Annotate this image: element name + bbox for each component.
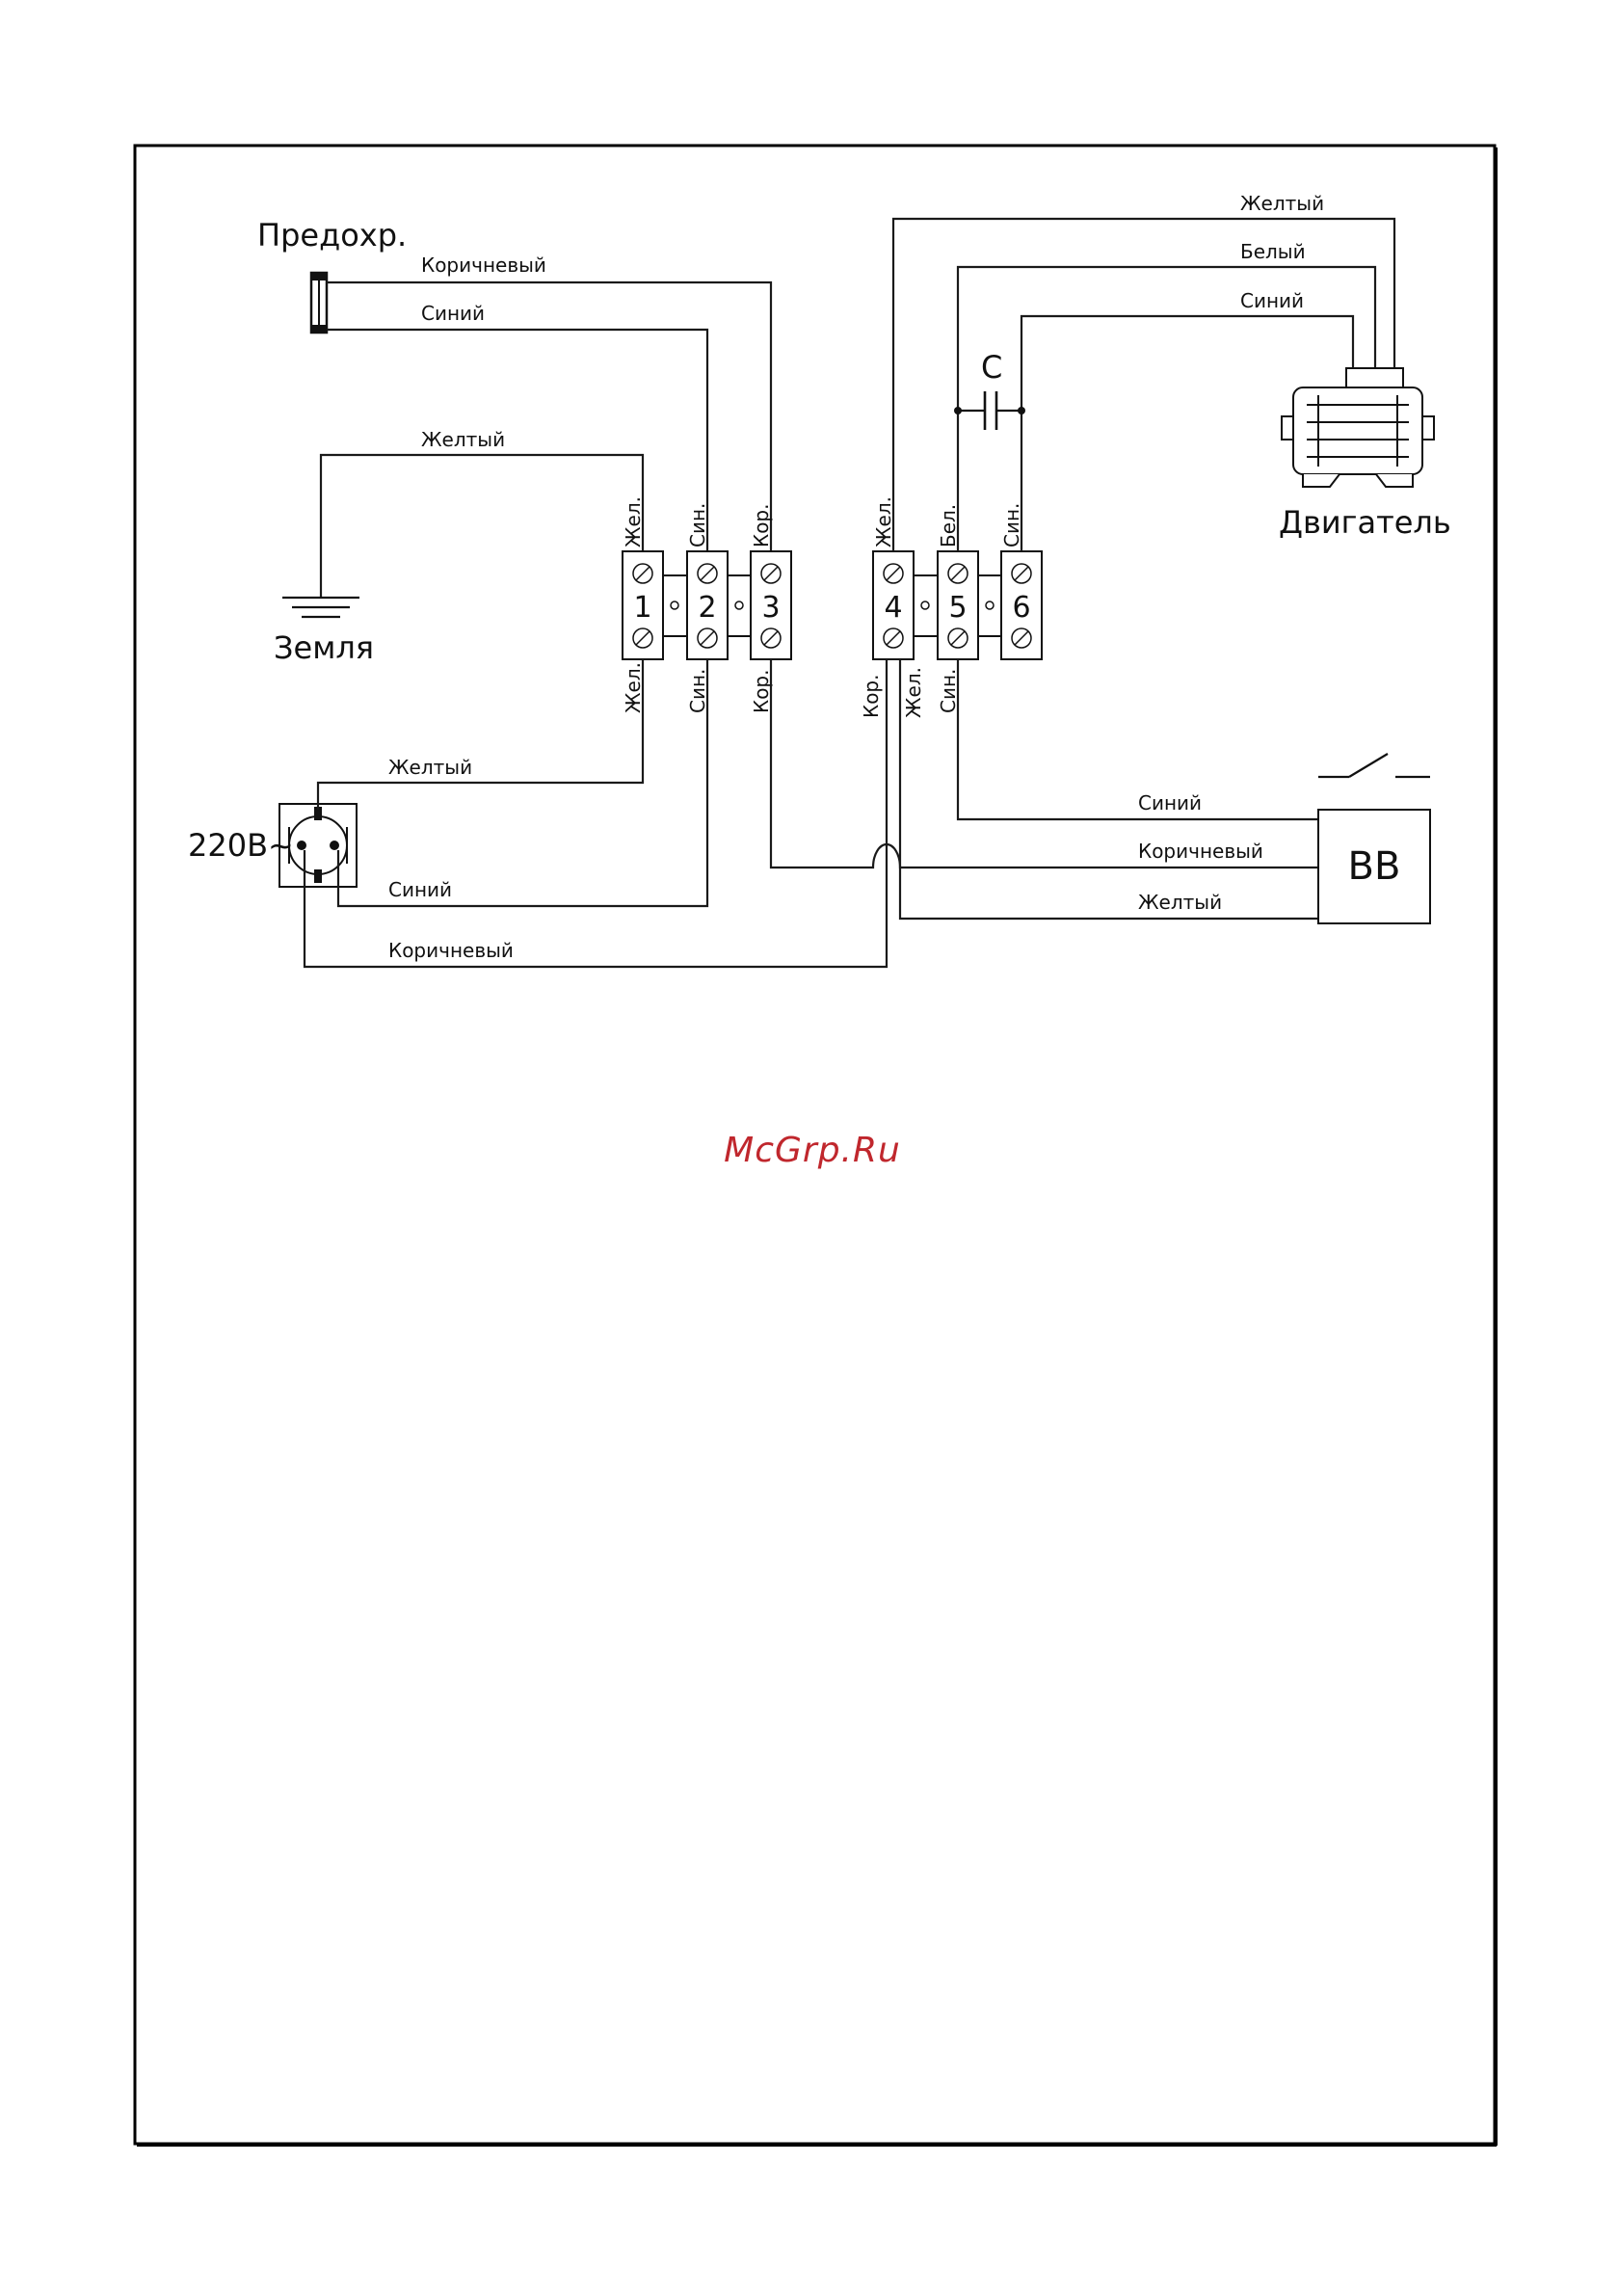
wire-label-socket-blue: Синий [388,878,452,901]
terminal-bottom-label: Жел. [622,662,645,713]
wire-motor-yellow [893,219,1394,551]
terminal-number: 1 [633,591,651,625]
wire-label-motor-white: Белый [1240,240,1306,263]
terminal-number: 2 [698,591,716,625]
capacitor-label: C [981,349,1002,386]
wire-bb-brown [771,659,1318,868]
capacitor-symbol [954,391,1025,430]
wire-label-fuse-brown: Коричневый [421,254,546,277]
terminal-top-label: Жел. [872,496,895,547]
wire-socket-brown [305,659,887,967]
wire-label-motor-blue: Синий [1240,289,1304,312]
wire-bb-yellow [900,659,1318,919]
terminal-top-label: Кор. [750,504,773,548]
terminal-bottom-label: Кор. [860,675,883,719]
terminal-top-label: Бел. [937,504,960,547]
wire-label-bb-yellow: Желтый [1138,891,1222,914]
wire-label-bb-brown: Коричневый [1138,840,1263,863]
motor-label: Двигатель [1279,504,1451,541]
terminal-number: 6 [1012,591,1030,625]
fuse-symbol [311,273,327,333]
terminal-bottom-label: Жел. [902,667,925,718]
terminal-number: 3 [761,591,780,625]
wire-fuse-blue [327,330,707,551]
switch-symbol [1318,754,1430,777]
wire-label-bb-blue: Синий [1138,791,1202,814]
earth-symbol [282,598,359,617]
wire-socket-yellow [318,659,643,810]
wire-label-socket-yellow: Желтый [388,756,472,779]
wire-label-motor-yellow: Желтый [1240,192,1324,215]
wire-label-fuse-blue: Синий [421,302,485,325]
terminal-top-label: Син. [686,503,709,547]
motor-icon [1282,368,1434,487]
socket-label: 220В~ [188,827,294,864]
terminal-top-label: Син. [1000,503,1023,547]
fuse-label: Предохр. [257,217,407,254]
earth-label: Земля [274,629,374,666]
terminal-bottom-label: Син. [937,669,960,713]
wire-earth-yellow [321,455,643,598]
wire-label-earth-yellow: Желтый [421,428,505,451]
terminal-bottom-label: Кор. [750,670,773,714]
terminal-top-label: Жел. [622,496,645,547]
wire-label-socket-brown: Коричневый [388,939,514,962]
terminal-number: 4 [884,591,902,625]
switch-box-label: ВВ [1348,844,1401,889]
terminal-number: 5 [948,591,967,625]
terminal-bottom-label: Син. [686,669,709,713]
watermark: McGrp.Ru [724,1131,901,1170]
